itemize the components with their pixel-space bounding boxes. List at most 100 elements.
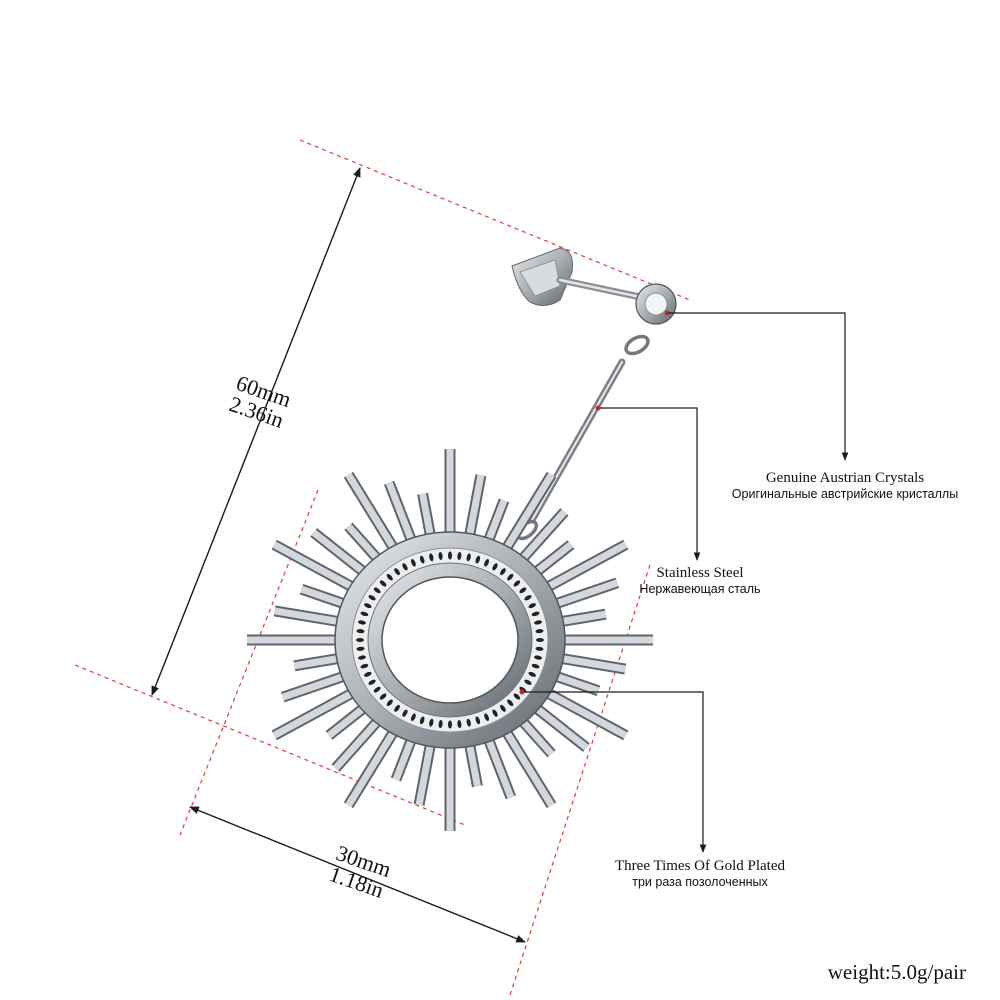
sun-ray-highlight [272, 687, 359, 739]
sun-perforation [507, 573, 514, 581]
width-arrow [189, 806, 526, 943]
steel-dot [595, 405, 601, 411]
sun-perforation [373, 686, 381, 693]
feature-gold-en: Three Times Of Gold Plated [615, 858, 785, 874]
gold-dot [519, 689, 525, 695]
sun-ray-highlight [541, 541, 628, 593]
leader-gold [524, 691, 707, 853]
sun-ray-highlight [419, 493, 435, 541]
guide-top [299, 139, 691, 301]
sun-ray-highlight [345, 472, 399, 554]
sun-perforation [419, 716, 425, 725]
sun-perforation [402, 563, 408, 571]
sun-perforation [386, 699, 393, 707]
sun-ray-highlight [385, 481, 417, 546]
guide-bottom [74, 664, 466, 826]
sun-perforation [368, 679, 376, 685]
sun-perforation [524, 595, 532, 601]
feature-crystals: Genuine Austrian Crystals Оригинальные а… [705, 470, 985, 502]
sun-perforation [410, 713, 416, 721]
sun-perforation [356, 629, 365, 634]
crystal-dot [664, 310, 670, 316]
sun-perforation [536, 638, 544, 642]
sun-perforation [364, 671, 372, 677]
sun-perforation [394, 568, 400, 576]
sun-perforation [457, 720, 462, 729]
leader-crystals [668, 312, 849, 461]
feature-gold-ru: три раза позолоченных [632, 875, 768, 889]
sun-perforation [466, 553, 471, 562]
sun-perforation [534, 620, 542, 625]
sun-perforation [438, 551, 443, 560]
height-arrow [151, 167, 361, 696]
sun-perforation [492, 709, 498, 717]
sun-perforation [484, 713, 490, 721]
sun-perforation [466, 718, 471, 727]
sun-perforation [457, 551, 462, 560]
feature-steel-en: Stainless Steel [656, 565, 744, 581]
sun-pendant-rays [247, 449, 653, 831]
sun-perforation [356, 646, 365, 651]
sun-ray-highlight [465, 739, 481, 787]
sun-perforation [429, 718, 434, 727]
feature-crystals-ru: Оригинальные австрийские кристаллы [731, 487, 959, 501]
sun-perforation [379, 580, 387, 587]
sun-ray-highlight [345, 523, 384, 565]
sun-perforation [364, 603, 372, 609]
sun-ray-highlight [465, 474, 485, 541]
sun-ray-highlight [516, 715, 555, 757]
dimension-arrows [151, 167, 526, 943]
sun-ray-highlight [345, 726, 399, 808]
sun-ray-highlight [550, 579, 619, 609]
sun-pendant-ring [334, 531, 566, 749]
sun-ray-highlight [483, 499, 508, 546]
sun-perforation [535, 629, 544, 634]
sun-perforation [507, 699, 514, 707]
sun-perforation [528, 671, 536, 677]
sun-perforation [519, 587, 527, 594]
earring-stud [511, 247, 677, 325]
sun-ray-highlight [332, 715, 384, 771]
feature-crystals-en: Genuine Austrian Crystals [765, 470, 925, 486]
sun-ray-highlight [326, 702, 370, 739]
sun-ray-highlight [501, 726, 555, 808]
sun-perforation [402, 709, 408, 717]
feature-gold: Three Times Of Gold Plated три раза позо… [580, 858, 820, 890]
sun-perforation [513, 693, 521, 700]
sun-perforation [358, 655, 366, 660]
sun-perforation [356, 638, 364, 642]
sun-perforation [448, 551, 452, 560]
sun-perforation [475, 555, 481, 564]
sun-perforation [531, 611, 540, 617]
sun-perforation [534, 655, 542, 660]
sun-perforation [484, 559, 490, 567]
sun-perforation [379, 693, 387, 700]
leader-steel [600, 407, 701, 561]
sun-perforation [500, 704, 506, 712]
sun-perforation [531, 663, 540, 669]
sun-perforation [368, 595, 376, 601]
sun-ray-highlight [293, 654, 345, 670]
sun-perforation [386, 573, 393, 581]
feature-steel: Stainless Steel Нержавеющая сталь [610, 565, 790, 597]
sun-ray-highlight [530, 702, 589, 751]
sun-perforation [429, 553, 434, 562]
weight-label: weight:5.0g/pair [827, 960, 966, 984]
sun-perforation [524, 679, 532, 685]
sun-ray-highlight [272, 541, 359, 593]
sun-ray-highlight [311, 529, 370, 578]
sun-perforation [373, 587, 381, 594]
sun-perforation [360, 663, 369, 669]
sun-perforation [492, 563, 498, 571]
sun-perforation [419, 555, 425, 564]
sun-ray-highlight [550, 671, 600, 695]
sun-perforation [535, 646, 544, 651]
sun-ray-highlight [555, 610, 607, 626]
sun-ray-highlight [530, 541, 574, 578]
sun-perforation [360, 611, 369, 617]
sun-perforation [528, 603, 536, 609]
sun-ray-highlight [483, 734, 515, 799]
sun-perforation [513, 580, 521, 587]
sun-ray-highlight [281, 671, 350, 701]
